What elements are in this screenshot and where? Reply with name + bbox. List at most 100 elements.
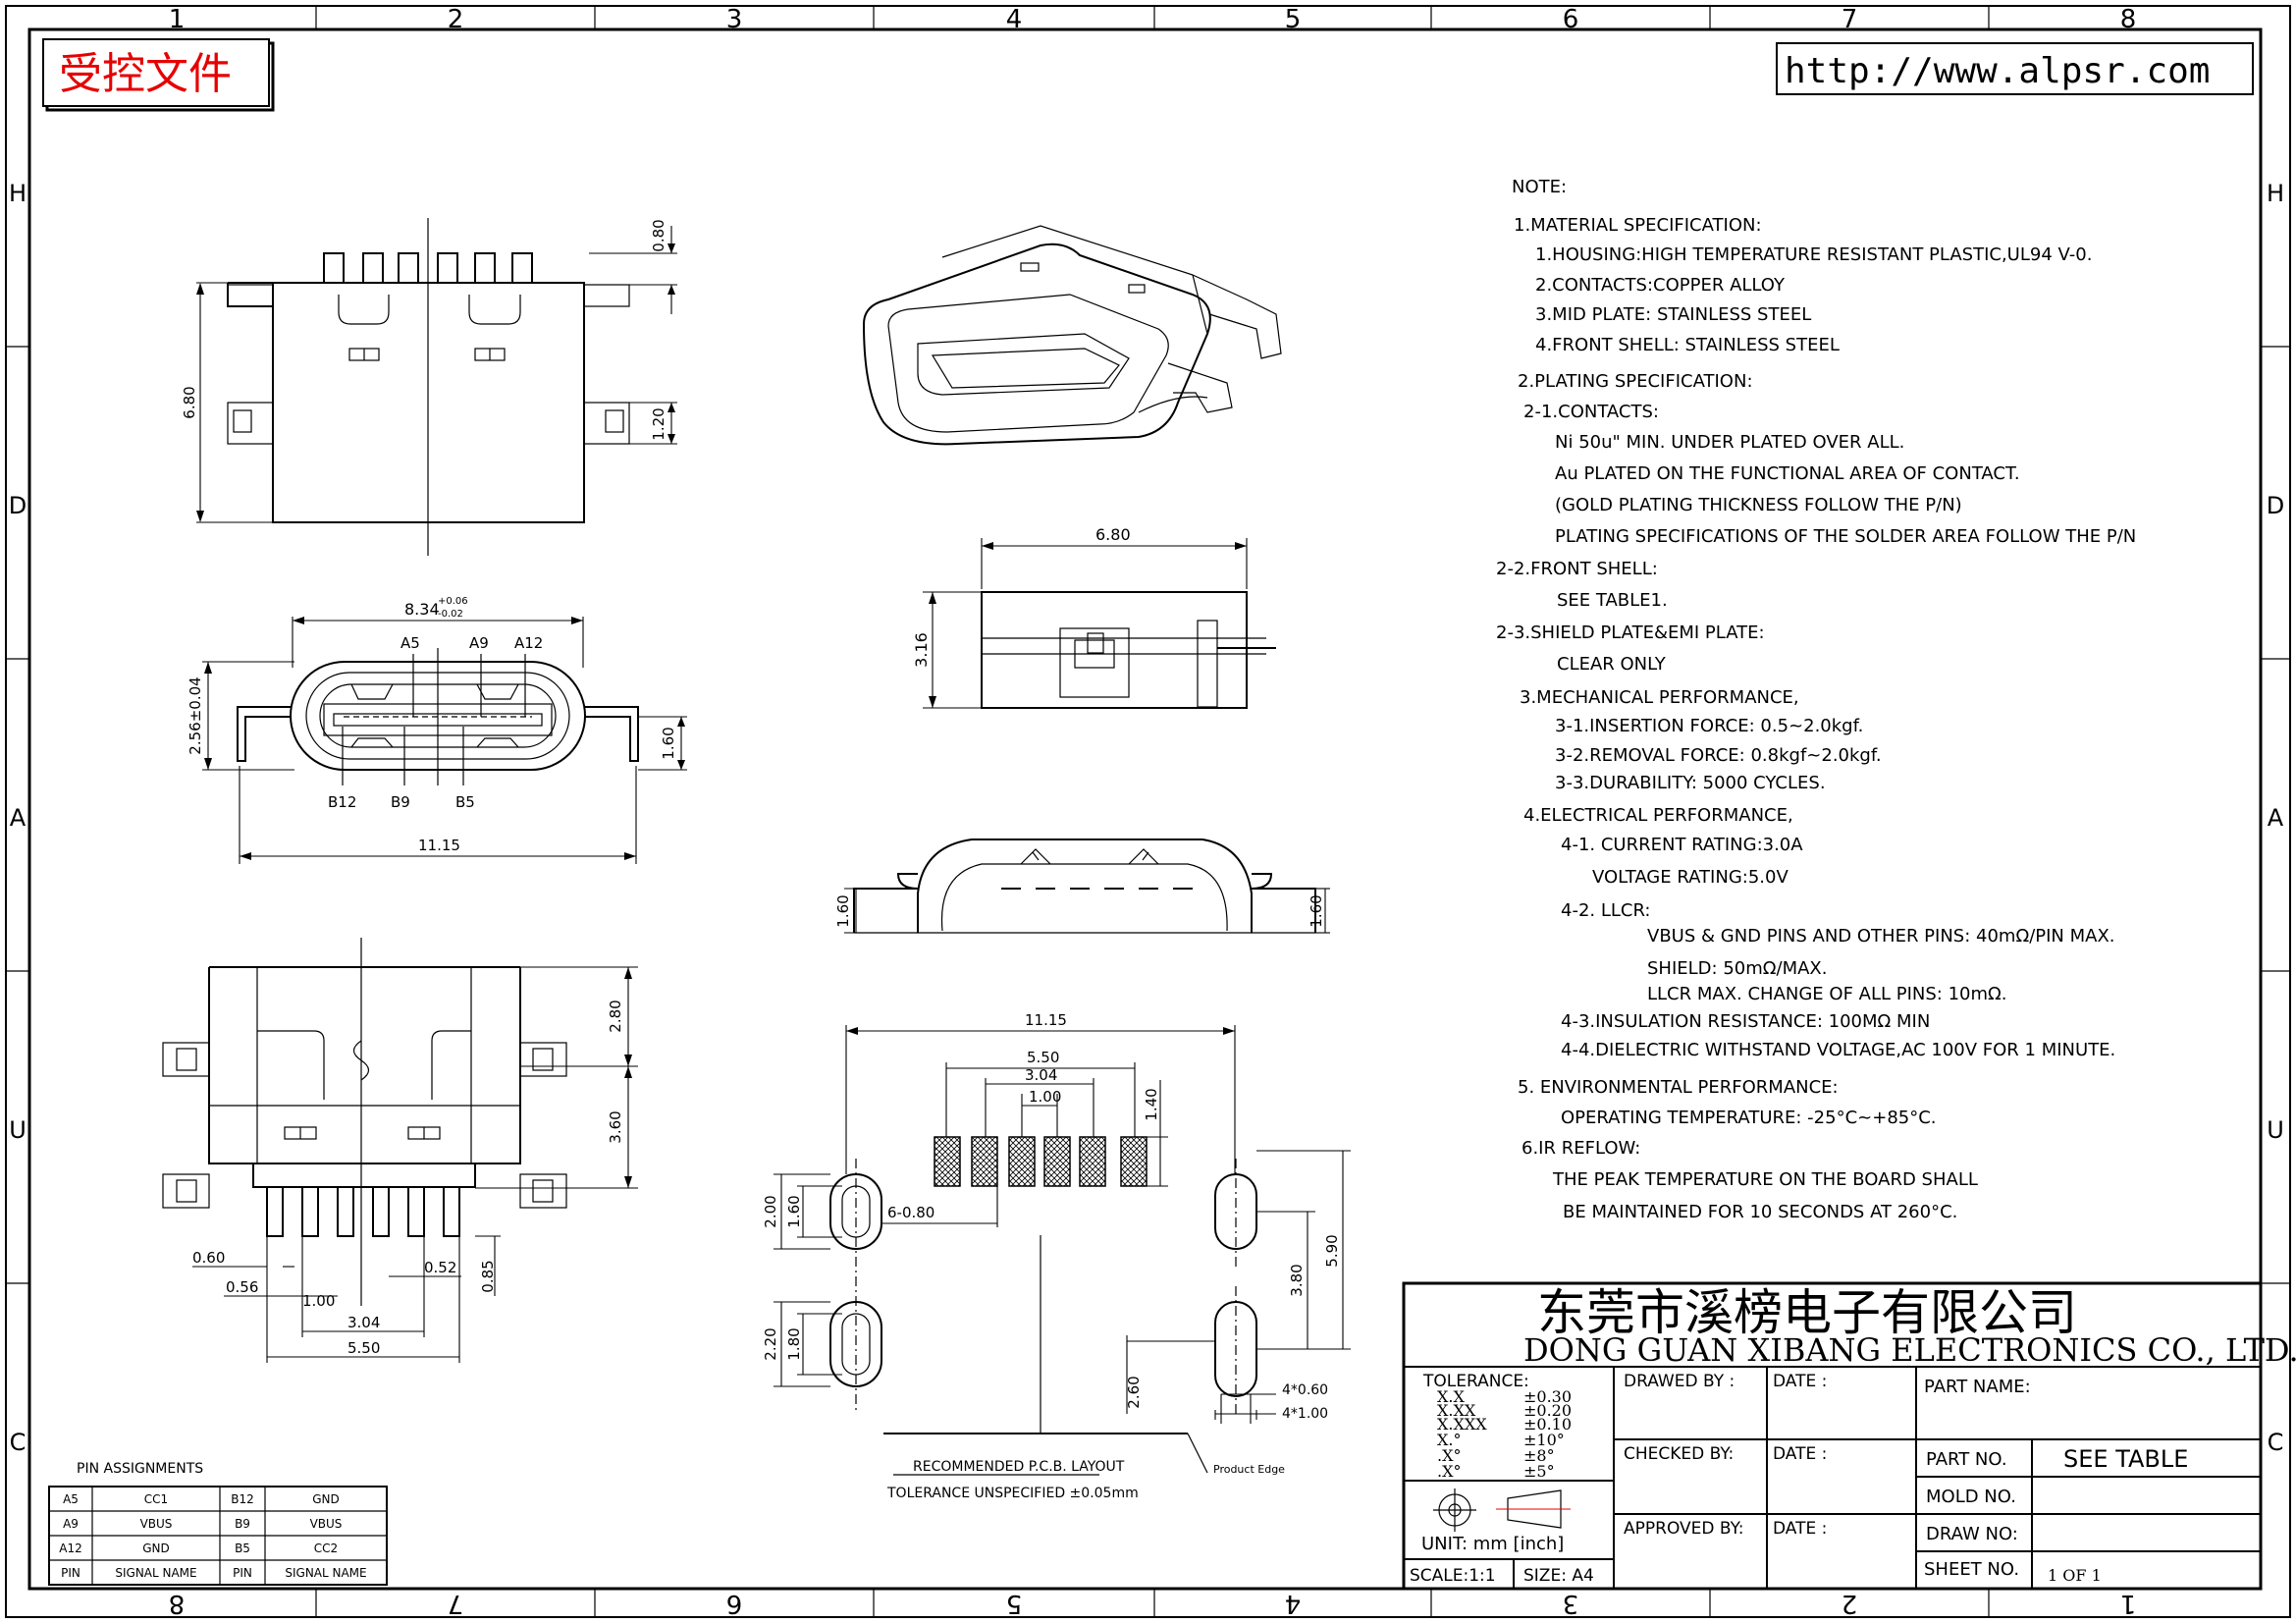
bottom-view-drawing: 2.80 3.60 0.85 0.60 0.56 1.00 0.52 3.04 … <box>162 938 638 1363</box>
row-labels: H D A U C H D A U C <box>9 180 2284 1456</box>
pcb-dim-304: 3.04 <box>1025 1066 1057 1084</box>
pin-table: PIN ASSIGNMENTS A5 CC1 B12 GND A9 VBUS B… <box>48 1461 388 1586</box>
note-27: 4-3.INSULATION RESISTANCE: 100MΩ MIN <box>1561 1011 1930 1032</box>
dim-rear-160-right: 1.60 <box>1308 894 1325 927</box>
note-7: 2-1.CONTACTS: <box>1523 402 1659 422</box>
dim-rear-160-left: 1.60 <box>834 894 852 927</box>
part-no-value: SEE TABLE <box>2063 1445 2188 1473</box>
col-3: 3 <box>726 5 743 34</box>
tol-key-1: X.XX <box>1437 1401 1476 1420</box>
pin-r2-c3: CC2 <box>314 1542 338 1555</box>
title-block: 东莞市溪榜电子有限公司 DONG GUAN XIBANG ELECTRONICS… <box>1402 1281 2296 1591</box>
pcb-dim-590: 5.90 <box>1323 1234 1341 1267</box>
inner-border <box>27 27 2263 1591</box>
note-2: 1.HOUSING:HIGH TEMPERATURE RESISTANT PLA… <box>1535 244 2092 265</box>
dim-bottom-360: 3.60 <box>607 1110 624 1143</box>
note-19: 3-3.DURABILITY: 5000 CYCLES. <box>1555 773 1826 793</box>
col-1: 1 <box>169 5 186 34</box>
note-20: 4.ELECTRICAL PERFORMANCE, <box>1523 805 1793 826</box>
tol-key-2: X.XXX <box>1437 1415 1487 1434</box>
note-28: 4-4.DIELECTRIC WITHSTAND VOLTAGE,AC 100V… <box>1561 1040 2115 1060</box>
rear-view-drawing: 1.60 1.60 <box>834 839 1330 934</box>
column-labels-top: 1 2 3 4 5 6 7 8 <box>169 5 2137 34</box>
col-8: 8 <box>2120 5 2137 34</box>
pin-r3-c2: PIN <box>233 1566 252 1580</box>
note-21: 4-1. CURRENT RATING:3.0A <box>1561 835 1803 855</box>
pin-r0-c3: GND <box>312 1492 340 1506</box>
dim-top-080: 0.80 <box>650 219 667 251</box>
note-30: OPERATING TEMPERATURE: -25°C~+85°C. <box>1561 1108 1937 1128</box>
note-0: NOTE: <box>1512 177 1567 197</box>
dim-front-160: 1.60 <box>660 727 677 759</box>
sheet-no-label: SHEET NO. <box>1924 1559 2019 1580</box>
pcb-dim-550: 5.50 <box>1027 1049 1059 1066</box>
note-26: LLCR MAX. CHANGE OF ALL PINS: 10mΩ. <box>1647 984 2007 1004</box>
tol-val-1: ±0.20 <box>1523 1401 1572 1420</box>
note-18: 3-2.REMOVAL FORCE: 0.8kgf~2.0kgf. <box>1555 745 1882 766</box>
note-33: BE MAINTAINED FOR 10 SECONDS AT 260°C. <box>1563 1202 1957 1222</box>
projection-cone-icon <box>1507 1489 1562 1529</box>
dim-front-256: 2.56±0.04 <box>187 676 204 754</box>
mold-no-label: MOLD NO. <box>1926 1487 2016 1507</box>
row-h-left: H <box>9 180 27 207</box>
date-label-2: DATE : <box>1773 1444 1827 1464</box>
note-25: SHIELD: 50mΩ/MAX. <box>1647 958 1827 979</box>
pin-r2-c2: B5 <box>235 1542 250 1555</box>
row-d-left: D <box>9 492 27 519</box>
approved-by-label: APPROVED BY: <box>1624 1519 1743 1539</box>
dim-bottom-550: 5.50 <box>347 1339 380 1357</box>
note-6: 2.PLATING SPECIFICATION: <box>1518 371 1753 392</box>
col-b-5: 5 <box>1006 1589 1023 1618</box>
dim-bottom-280: 2.80 <box>607 1000 624 1032</box>
col-b-8: 8 <box>169 1589 186 1618</box>
note-3: 2.CONTACTS:COPPER ALLOY <box>1535 275 1786 296</box>
pin-label-b5: B5 <box>455 793 475 811</box>
dim-side-680: 6.80 <box>1095 525 1131 544</box>
pin-label-b12: B12 <box>328 793 356 811</box>
pcb-dim-140: 1.40 <box>1143 1088 1160 1120</box>
pcb-dim-4060: 4*0.60 <box>1282 1382 1328 1398</box>
pcb-layout-title: RECOMMENDED P.C.B. LAYOUT <box>913 1459 1125 1475</box>
tol-key-4: .X° <box>1437 1446 1461 1465</box>
tol-key-0: X.X <box>1437 1387 1465 1406</box>
pcb-dim-4100: 4*1.00 <box>1282 1406 1328 1422</box>
pcb-dim-1115: 11.15 <box>1025 1011 1067 1029</box>
dim-bottom-060: 0.60 <box>192 1249 225 1267</box>
part-no-label: PART NO. <box>1926 1449 2007 1470</box>
pin-r1-c1: VBUS <box>140 1517 173 1531</box>
note-23: 4-2. LLCR: <box>1561 900 1651 921</box>
row-c-right: C <box>2268 1429 2284 1456</box>
controlled-stamp-box <box>42 38 270 107</box>
front-view-drawing: 8.34 +0.06 -0.02 A5 A9 A12 B12 B9 B5 2.5… <box>187 596 687 864</box>
sheet-no-value: 1 OF 1 <box>2048 1566 2102 1585</box>
col-6: 6 <box>1563 5 1579 34</box>
row-u-left: U <box>9 1116 27 1144</box>
dim-bottom-052: 0.52 <box>424 1259 456 1276</box>
note-10: (GOLD PLATING THICKNESS FOLLOW THE P/N) <box>1555 495 1962 515</box>
pin-r1-c2: B9 <box>235 1517 250 1531</box>
col-b-6: 6 <box>726 1589 743 1618</box>
pcb-product-edge: Product Edge <box>1213 1463 1285 1476</box>
pin-table-title: PIN ASSIGNMENTS <box>77 1461 203 1477</box>
col-2: 2 <box>448 5 464 34</box>
dim-bottom-085: 0.85 <box>479 1260 497 1292</box>
row-d-right: D <box>2267 492 2284 519</box>
date-label-1: DATE : <box>1773 1372 1827 1391</box>
date-label-3: DATE : <box>1773 1519 1827 1539</box>
dim-front-tol-plus: +0.06 <box>438 596 468 607</box>
col-b-4: 4 <box>1285 1589 1302 1618</box>
dim-side-316: 3.16 <box>912 632 931 668</box>
notes-block: NOTE: 1.MATERIAL SPECIFICATION: 1.HOUSIN… <box>1496 177 2136 1222</box>
note-12: 2-2.FRONT SHELL: <box>1496 559 1658 579</box>
pin-r3-c0: PIN <box>61 1566 80 1580</box>
col-b-2: 2 <box>1842 1589 1858 1618</box>
pcb-dim-380: 3.80 <box>1288 1264 1306 1296</box>
pin-r1-c3: VBUS <box>310 1517 343 1531</box>
note-24: VBUS & GND PINS AND OTHER PINS: 40mΩ/PIN… <box>1647 926 2115 947</box>
tol-val-4: ±8° <box>1523 1446 1555 1465</box>
dim-bottom-100: 1.00 <box>302 1292 335 1310</box>
pcb-tolerance: TOLERANCE UNSPECIFIED ±0.05mm <box>886 1486 1139 1501</box>
tol-val-5: ±5° <box>1523 1462 1555 1481</box>
note-1: 1.MATERIAL SPECIFICATION: <box>1514 215 1762 236</box>
pin-r0-c1: CC1 <box>144 1492 168 1506</box>
